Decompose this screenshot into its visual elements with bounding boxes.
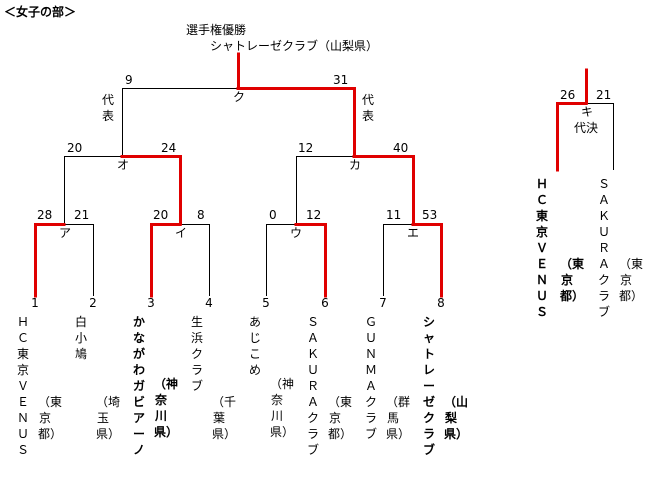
section-heading: ＜女子の部＞ — [4, 5, 77, 19]
win-line-final-ka — [236, 87, 356, 158]
line-final-o — [122, 88, 238, 156]
line-team-4 — [180, 224, 210, 296]
team-1-number: 1 — [31, 296, 39, 310]
team-4-pref: （千葉県） — [212, 395, 237, 441]
playoff-left-score: 26 — [560, 88, 576, 102]
quarter-4-right-score: 53 — [422, 208, 438, 222]
quarter-3-right-score: 12 — [306, 208, 322, 222]
team-8-name: シャトレーゼクラブ — [422, 315, 435, 457]
team-8-pref: （山梨県） — [444, 395, 469, 441]
quarter-1-left-score: 28 — [37, 208, 53, 222]
win-line-team-6 — [294, 223, 327, 298]
quarter-4-left-score: 11 — [386, 208, 402, 222]
final-left-note: 代表 — [101, 93, 114, 123]
team-3-number: 3 — [147, 296, 155, 310]
team-8-number: 8 — [437, 296, 445, 310]
team-5-pref: （神奈川県） — [270, 377, 295, 439]
team-3-name: かながわガビアーノ — [132, 315, 145, 457]
semi-2-right-score: 40 — [393, 141, 409, 155]
final-right-note: 代表 — [361, 93, 374, 123]
team-7-number: 7 — [379, 296, 387, 310]
semi-1-mark: オ — [117, 158, 130, 172]
quarter-3-mark: ウ — [290, 226, 303, 240]
quarter-2-mark: イ — [175, 226, 188, 240]
team-2-number: 2 — [89, 296, 97, 310]
playoff-note: 代決 — [574, 121, 599, 135]
win-line-team-8 — [411, 223, 443, 298]
champion-name: シャトレーゼクラブ（山梨県） — [210, 39, 379, 53]
team-7-pref: （群馬県） — [386, 395, 411, 441]
playoff-team-2-name: ＳＡＫＵＲＡクラブ — [597, 177, 610, 319]
win-line-playoff-left — [556, 102, 588, 172]
final-right-score: 31 — [333, 73, 349, 87]
win-line-team-3 — [150, 223, 182, 298]
final-left-score: 9 — [125, 73, 133, 87]
champion-label: 選手権優勝 — [186, 23, 247, 37]
semi-1-left-score: 20 — [67, 141, 83, 155]
playoff-team-1-pref: （東京都） — [560, 257, 585, 303]
team-4-number: 4 — [205, 296, 213, 310]
playoff-team-1-name: ＨＣ東京ＶＥＮＵＳ — [535, 177, 548, 319]
team-1-name: ＨＣ東京ＶＥＮＵＳ — [16, 315, 29, 457]
semi-2-left-score: 12 — [298, 141, 314, 155]
team-2-pref: （埼玉県） — [96, 395, 121, 441]
line-semi-oa — [64, 156, 122, 224]
quarter-2-right-score: 8 — [197, 208, 205, 222]
playoff-right-score: 21 — [596, 88, 612, 102]
quarter-4-mark: エ — [407, 226, 420, 240]
line-semi-kw — [296, 156, 354, 224]
win-line-semi-e — [352, 155, 415, 226]
team-4-name: 生浜クラブ — [190, 315, 203, 393]
team-6-name: ＳＡＫＵＲＡクラブ — [306, 315, 319, 457]
team-5-number: 5 — [262, 296, 270, 310]
team-3-pref: （神奈川県） — [154, 377, 179, 439]
quarter-1-mark: ア — [59, 226, 72, 240]
win-line-semi-i — [120, 155, 182, 226]
line-team-7 — [383, 224, 413, 296]
line-team-5 — [266, 224, 296, 296]
win-line-team-1 — [34, 223, 66, 298]
line-team-2 — [64, 224, 94, 296]
bracket-lines-black — [64, 88, 614, 296]
final-mark: ク — [233, 90, 246, 104]
quarter-1-right-score: 21 — [74, 208, 90, 222]
team-1-pref: （東京都） — [38, 395, 63, 441]
team-7-name: ＧＵＮＭＡクラブ — [364, 315, 377, 441]
team-6-pref: （東京都） — [328, 395, 353, 441]
quarter-3-left-score: 0 — [269, 208, 277, 222]
playoff-team-2-pref: （東京都） — [619, 257, 644, 303]
bracket-lines-red — [34, 52, 588, 298]
playoff-mark: キ — [581, 105, 594, 119]
quarter-2-left-score: 20 — [153, 208, 169, 222]
team-6-number: 6 — [321, 296, 329, 310]
semi-1-right-score: 24 — [161, 141, 177, 155]
team-5-name: あじこめ — [248, 315, 261, 377]
line-playoff-right — [586, 103, 614, 170]
semi-2-mark: カ — [349, 158, 362, 172]
team-2-name: 白小鳩 — [74, 315, 87, 361]
